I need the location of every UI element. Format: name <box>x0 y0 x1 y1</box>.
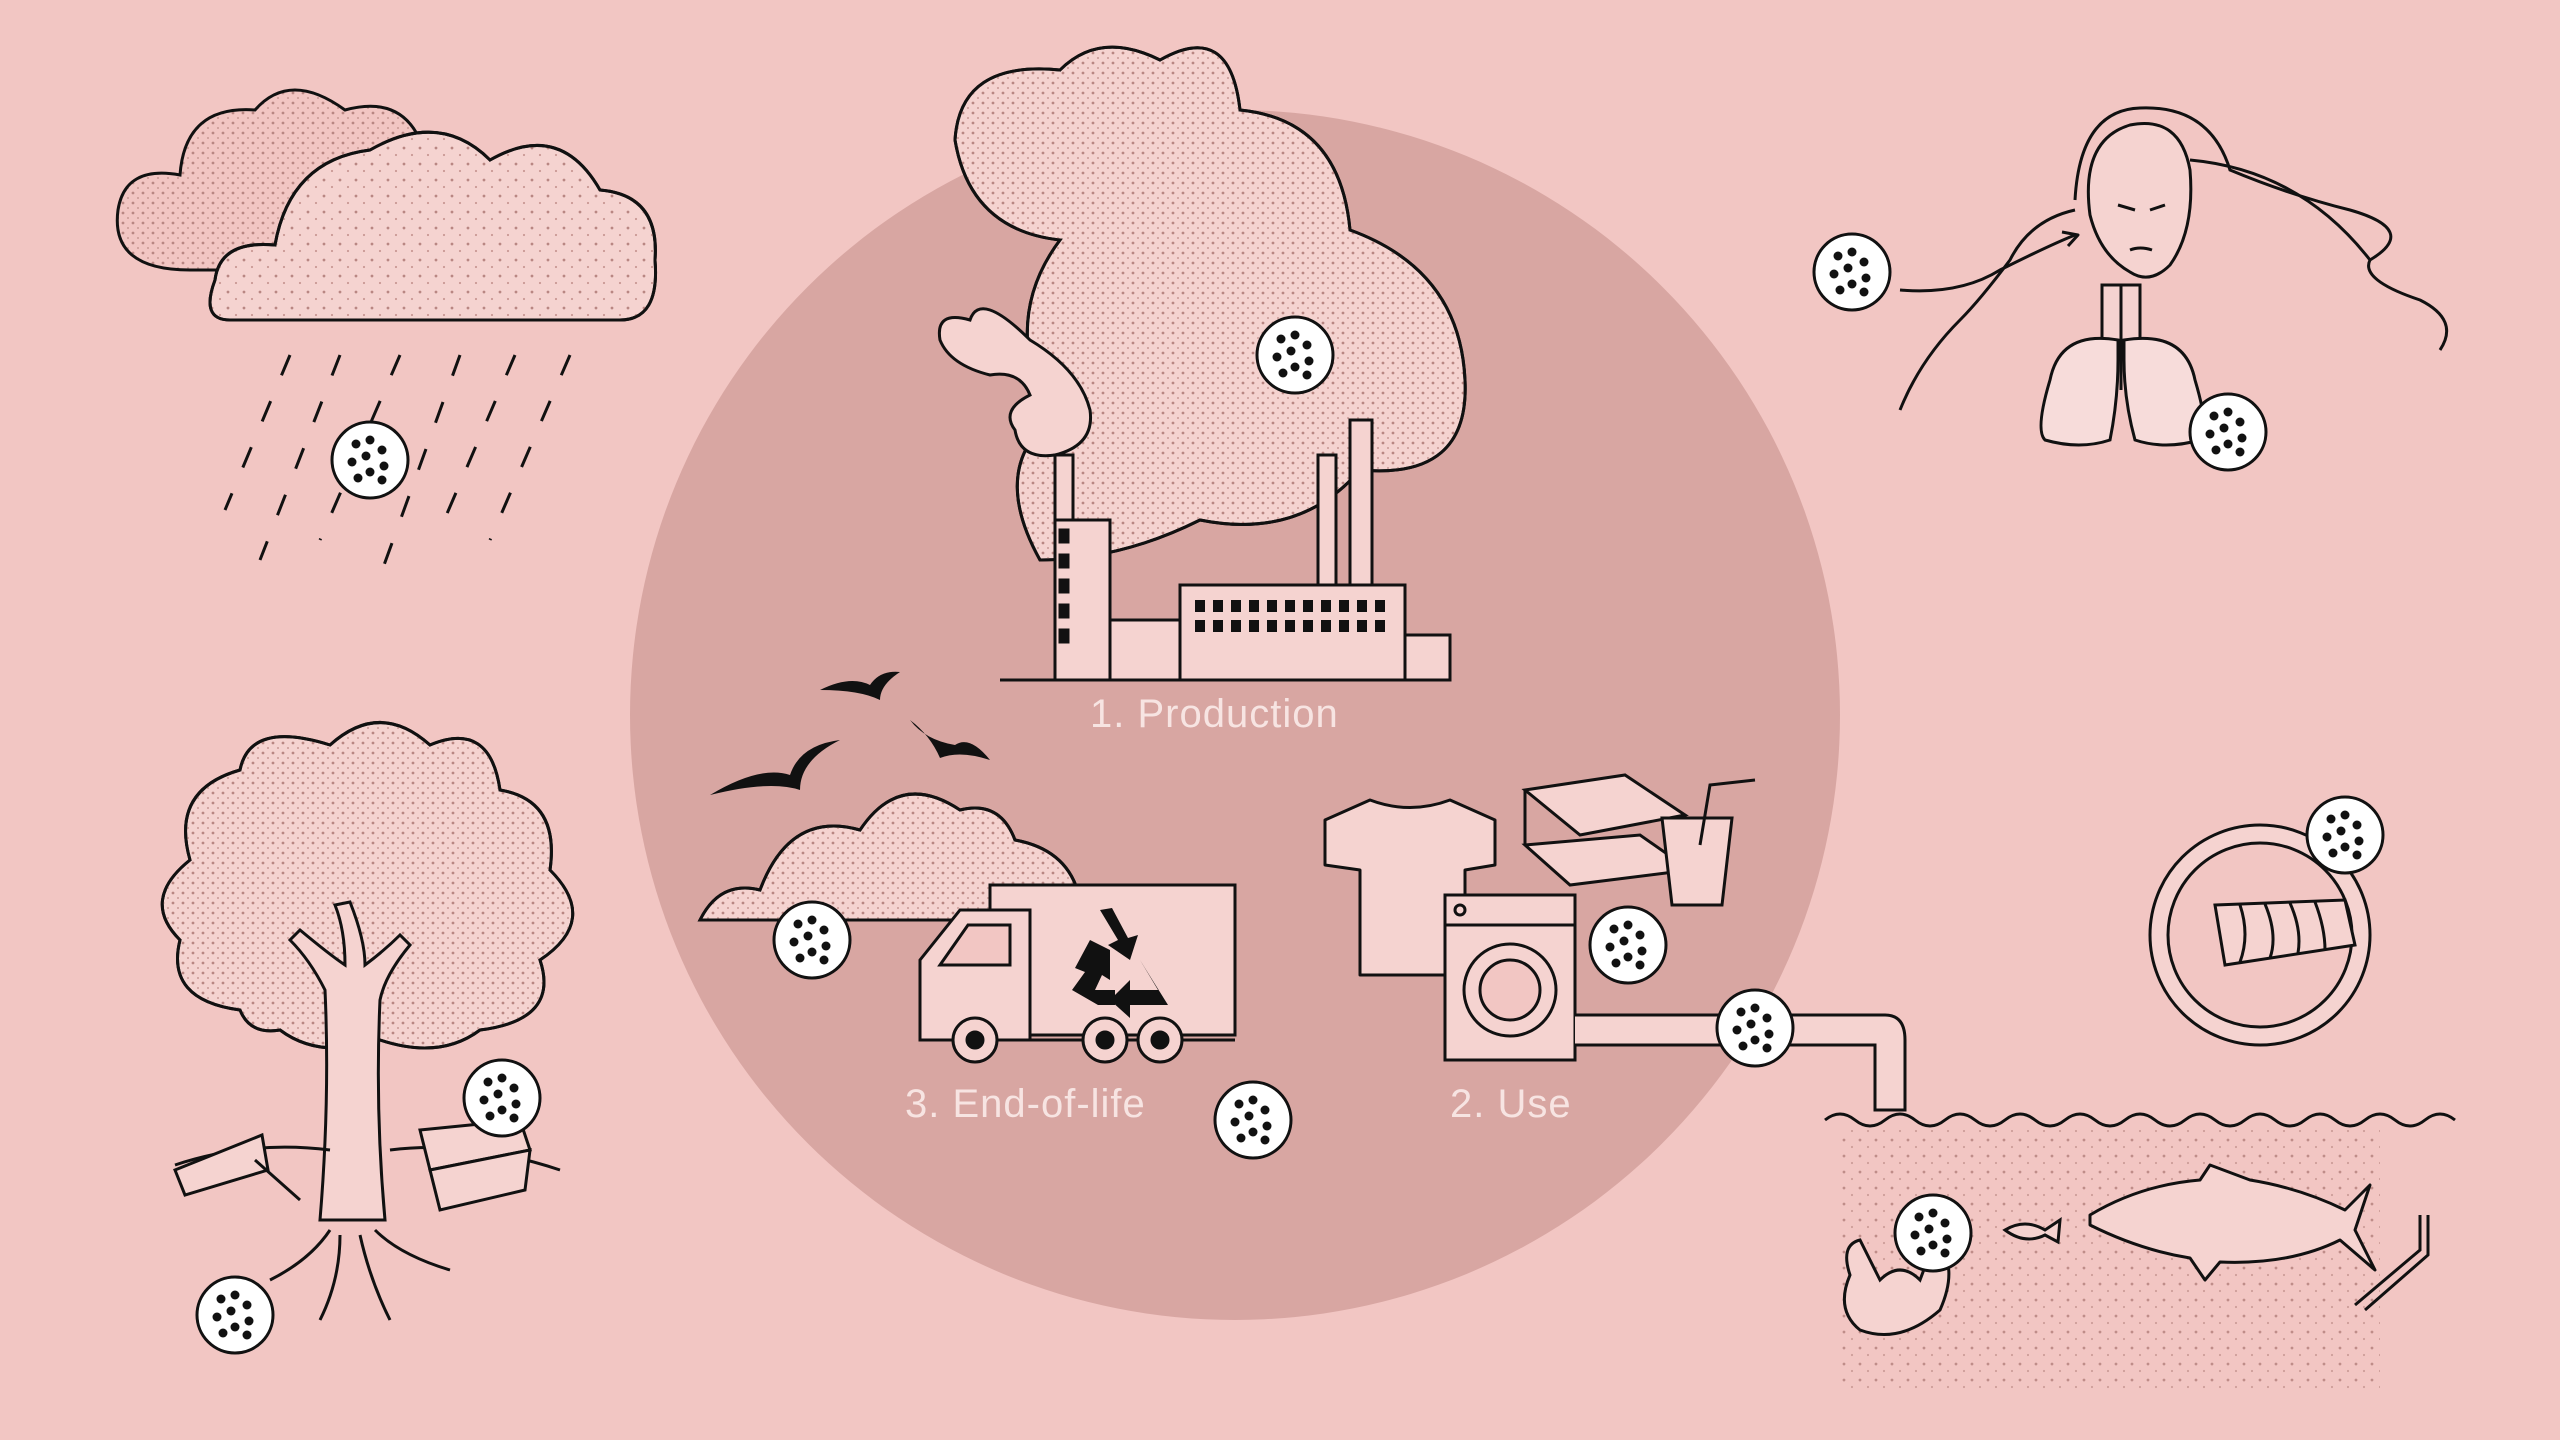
microplastic-particle-icon <box>1893 1193 1973 1273</box>
truck-wheels <box>951 1016 1184 1064</box>
stage-label-use: 2. Use <box>1450 1082 1572 1126</box>
cup-straw-icon <box>1660 778 1756 907</box>
tree-icon <box>160 721 575 1321</box>
microplastic-particle-icon <box>1812 232 1892 312</box>
factory-windows <box>1195 600 1385 632</box>
litter-cup-icon <box>173 1132 301 1202</box>
factory-smoke-cloud <box>937 45 1467 562</box>
microplastic-particle-icon <box>1255 315 1335 395</box>
rain-cloud-icon <box>115 88 658 322</box>
microplastic-particle-icon <box>195 1275 275 1355</box>
microplastic-particle-icon <box>1715 988 1795 1068</box>
microplastic-particle-icon <box>772 900 852 980</box>
microplastic-particle-icon <box>2188 392 2268 472</box>
straw-icon <box>2354 1215 2430 1312</box>
microplastic-particle-icon <box>462 1058 542 1138</box>
fish-plate-icon <box>2148 823 2372 1047</box>
microplastic-particle-icon <box>1588 905 1668 985</box>
plastic-bag-icon <box>1842 1237 1951 1336</box>
bird-icon <box>710 671 990 795</box>
microplastic-particle-icon <box>1213 1080 1293 1160</box>
stage-label-end-of-life: 3. End-of-life <box>905 1082 1146 1126</box>
human-lungs-icon <box>1898 106 2449 447</box>
stage-label-production: 1. Production <box>1090 692 1339 736</box>
recycle-icon <box>1072 908 1168 1018</box>
microplastic-particle-icon <box>2305 795 2385 875</box>
microplastic-particle-icon <box>330 420 410 500</box>
washing-machine-icon <box>1443 893 1907 1112</box>
small-fish-icon <box>2002 1217 2062 1245</box>
shark-icon <box>2088 1163 2377 1282</box>
